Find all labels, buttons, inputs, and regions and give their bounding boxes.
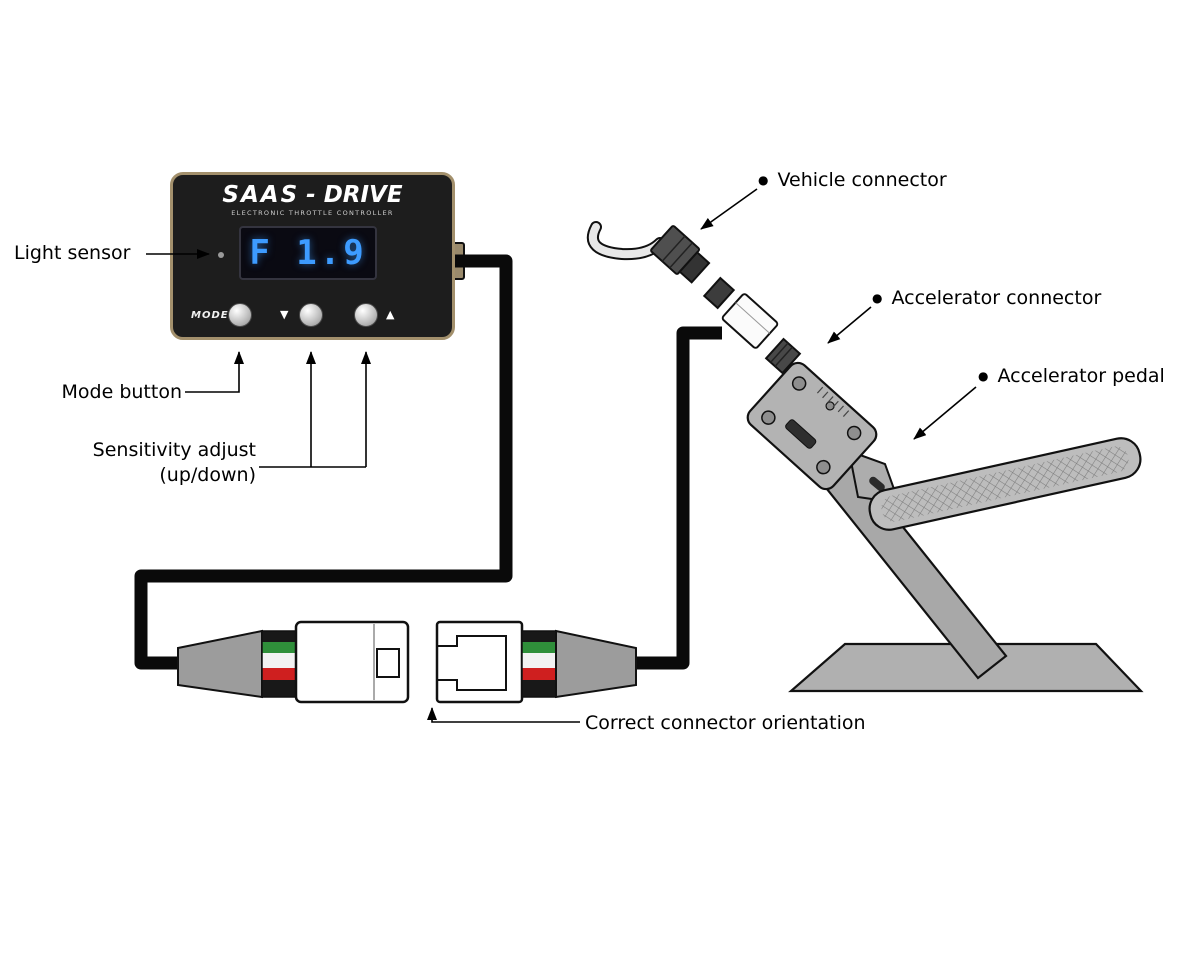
leader-dot-icon: ● (758, 173, 769, 187)
up-arrow-icon: ▲ (386, 308, 395, 321)
mode-button (228, 303, 252, 327)
accelerator-pedal-text: Accelerator pedal (997, 365, 1165, 387)
label-accelerator-connector: ● Accelerator connector (872, 287, 1101, 309)
sensitivity-label-line2: (up/down) (159, 464, 256, 486)
right-connector (435, 620, 637, 704)
pedal-pad (868, 437, 1142, 531)
down-arrow-icon: ▼ (280, 308, 289, 321)
leader-dot-icon: ● (872, 291, 883, 305)
vehicle-connector-graphic (586, 221, 736, 310)
label-mode-button: Mode button (61, 381, 182, 403)
sensitivity-down-button (299, 303, 323, 327)
label-sensitivity-adjust: Sensitivity adjust (up/down) (60, 438, 256, 488)
right-connector-keyway (437, 635, 507, 691)
brand-drive: - DRIVE (306, 182, 403, 208)
accelerator-connector-text: Accelerator connector (891, 287, 1102, 309)
leader-dot-icon: ● (978, 369, 989, 383)
accelerator-connector-graphic (721, 293, 802, 375)
brand-saas: SAAS (222, 182, 300, 208)
mode-button-label: MODE (191, 310, 229, 321)
pedal-assembly (746, 361, 1144, 693)
sensitivity-label-line1: Sensitivity adjust (92, 439, 256, 461)
led-display: F 1.9 (239, 226, 377, 280)
label-light-sensor: Light sensor (14, 242, 131, 264)
main-cable-left (134, 254, 513, 670)
left-connector (177, 620, 410, 704)
left-connector-latch (376, 648, 400, 678)
pedal-hinge-slot (869, 476, 885, 492)
pedal-sensor-plate (746, 361, 878, 491)
pedal-base (788, 642, 1144, 693)
right-connector-wires (521, 630, 557, 698)
sensitivity-up-button (354, 303, 378, 327)
device-tagline: ELECTRONIC THROTTLE CONTROLLER (231, 209, 394, 217)
vehicle-connector-text: Vehicle connector (777, 169, 947, 191)
throttle-controller-device: SAAS- DRIVE ELECTRONIC THROTTLE CONTROLL… (170, 172, 455, 340)
label-vehicle-connector: ● Vehicle connector (758, 169, 947, 191)
label-accelerator-pedal: ● Accelerator pedal (978, 365, 1165, 387)
brand-logo: SAAS- DRIVE (173, 184, 452, 207)
left-connector-wires (261, 630, 297, 698)
label-connector-orientation: Correct connector orientation (585, 712, 866, 734)
main-cable-right (630, 326, 722, 670)
